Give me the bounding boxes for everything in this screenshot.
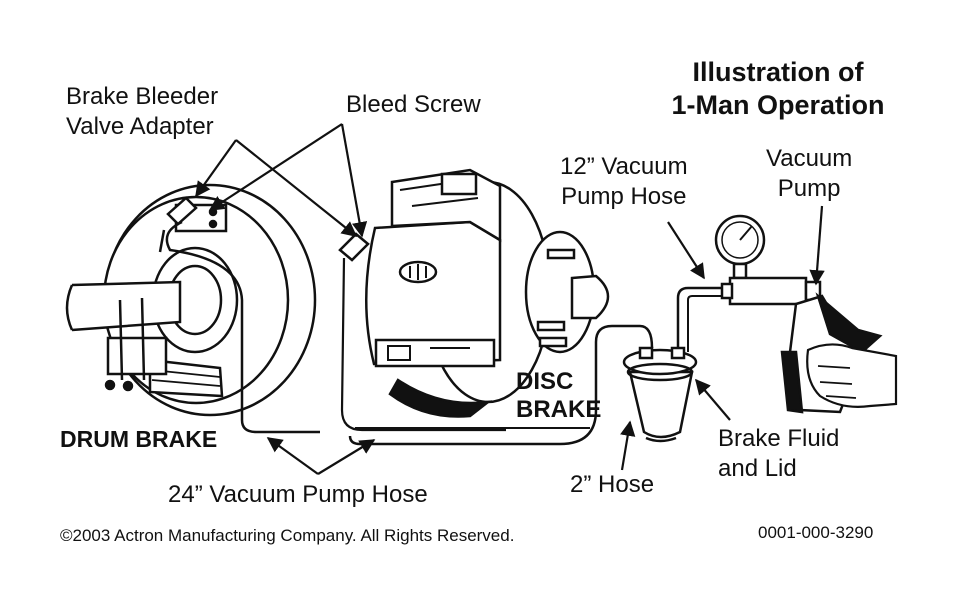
title-line-1: Illustration of bbox=[692, 57, 864, 87]
disc-brake-drawing bbox=[338, 168, 610, 432]
arrow-12in-hose bbox=[667, 221, 705, 280]
arrow-brake-fluid bbox=[695, 378, 731, 421]
caliper-brake-line bbox=[340, 257, 506, 432]
arrow-vacuum-pump bbox=[809, 205, 825, 286]
rotor-edge-shade bbox=[388, 378, 493, 418]
pump-barrel bbox=[728, 276, 808, 306]
leaf-spring bbox=[148, 358, 224, 398]
callout-arrows bbox=[195, 123, 825, 475]
hoses bbox=[158, 220, 732, 446]
vacuum-pump-drawing bbox=[714, 214, 898, 414]
label-line: Brake Fluid bbox=[718, 425, 840, 452]
hub-cap bbox=[570, 274, 610, 320]
label-bleed-screw: Bleed Screw bbox=[346, 91, 481, 118]
label-24in-vacuum-pump-hose: 24” Vacuum Pump Hose bbox=[168, 481, 428, 508]
label-line: DISC bbox=[516, 368, 574, 395]
label-disc-brake: DISC BRAKE bbox=[516, 368, 601, 424]
arrow-2in-hose bbox=[620, 420, 636, 471]
arrow-adapter bbox=[195, 139, 237, 198]
hand bbox=[806, 343, 898, 408]
part-number: 0001-000-3290 bbox=[758, 523, 874, 542]
pump-grip bbox=[780, 350, 804, 414]
label-drum-brake: DRUM BRAKE bbox=[60, 426, 218, 452]
jar-body bbox=[628, 370, 694, 439]
copyright-notice: ©2003 Actron Manufacturing Company. All … bbox=[60, 526, 515, 545]
label-line: Vacuum bbox=[766, 145, 853, 172]
label-vacuum-pump: Vacuum Pump bbox=[766, 144, 852, 204]
wheel-stud bbox=[538, 336, 568, 348]
label-line: Pump bbox=[777, 175, 841, 202]
label-line: BRAKE bbox=[516, 396, 602, 423]
label-line: Valve Adapter bbox=[66, 113, 214, 140]
arrow-bleed-screw bbox=[208, 123, 343, 211]
axle-end bbox=[65, 284, 74, 331]
bleed-screw bbox=[338, 232, 370, 262]
drum-brake-line bbox=[165, 220, 320, 434]
caliper-bottom bbox=[374, 338, 496, 368]
label-line: 12” Vacuum bbox=[560, 153, 688, 180]
caliper-body bbox=[365, 220, 502, 366]
label-brake-bleeder-valve-adapter: Brake Bleeder Valve Adapter bbox=[66, 82, 218, 142]
hose-12in bbox=[676, 286, 732, 352]
label-12in-vacuum-pump-hose: 12” Vacuum Pump Hose bbox=[560, 152, 688, 212]
spring-mount bbox=[106, 336, 168, 376]
wheel-stud bbox=[536, 320, 566, 332]
caliper-clip bbox=[440, 172, 478, 196]
pump-lever bbox=[815, 292, 883, 354]
label-line: Brake Bleeder bbox=[66, 83, 219, 110]
axle-tube bbox=[71, 280, 182, 332]
hose-24in bbox=[348, 324, 654, 446]
bleeder-valve-adapter bbox=[166, 196, 198, 226]
illustration-title: Illustration of 1-Man Operation bbox=[650, 56, 906, 122]
arrow-24in-hose bbox=[266, 437, 319, 475]
brake-fluid-jar bbox=[622, 346, 698, 443]
label-line: Pump Hose bbox=[561, 183, 687, 210]
label-brake-fluid-and-lid: Brake Fluid and Lid bbox=[718, 424, 839, 484]
title-line-2: 1-Man Operation bbox=[671, 90, 885, 120]
drum-brake-drawing bbox=[65, 183, 317, 417]
label-2in-hose: 2” Hose bbox=[570, 471, 655, 498]
wheel-stud bbox=[546, 248, 576, 260]
label-line: and Lid bbox=[718, 455, 797, 482]
